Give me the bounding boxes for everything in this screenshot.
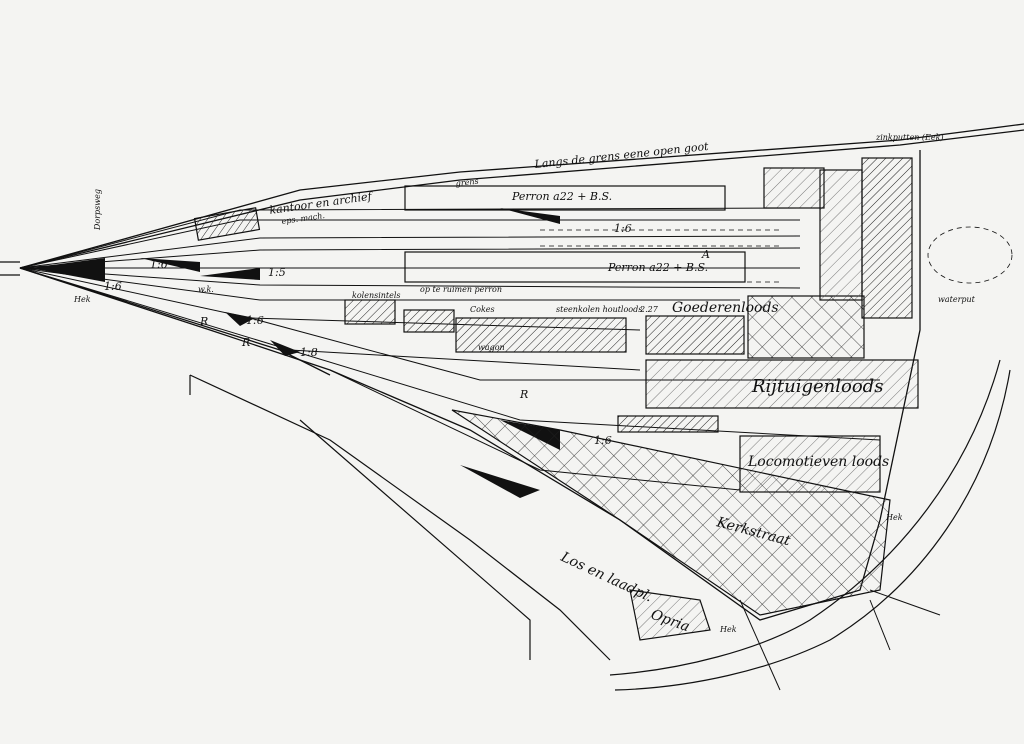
cross-lines bbox=[739, 589, 941, 691]
label-wagon: wagon bbox=[478, 343, 505, 352]
label-hek-left: Hek bbox=[73, 295, 91, 304]
kerkstraat-area bbox=[451, 409, 891, 616]
label-ratio-4: 1:5 bbox=[268, 266, 286, 279]
opria-area bbox=[629, 589, 711, 641]
station-annex bbox=[819, 169, 863, 301]
label-perron-top: Perron a22 + B.S. bbox=[511, 190, 612, 203]
label-rijtuigenloods: Rijtuigenloods bbox=[751, 376, 883, 397]
label-ratio-6: 1:6 bbox=[594, 434, 612, 447]
label-locomotievenloods: Locomotieven loods bbox=[747, 454, 889, 470]
label-opstelsporen: op te ruimen perron bbox=[420, 285, 502, 294]
label-r-a: R bbox=[199, 315, 208, 328]
label-r-b: R bbox=[241, 336, 250, 349]
top-building bbox=[763, 167, 825, 209]
label-zinkputten: zinkputten (Eek) bbox=[875, 133, 944, 142]
label-laden-losplaats: Los en laadpl. bbox=[557, 549, 655, 606]
label-hek-right: Hek bbox=[885, 513, 903, 522]
curved-road bbox=[609, 359, 1011, 691]
boundary-wall bbox=[189, 374, 611, 661]
label-km: 2.27 bbox=[639, 305, 659, 314]
label-r-c: R bbox=[519, 388, 528, 401]
platform-mid bbox=[404, 251, 746, 283]
label-steenkolen: steenkolen houtloods bbox=[556, 305, 642, 314]
platform-top bbox=[404, 185, 726, 211]
dashed-lines bbox=[540, 226, 1013, 284]
label-cokes: Cokes bbox=[470, 305, 495, 314]
label-ratio-3: 1:6 bbox=[614, 222, 632, 235]
cokes-building bbox=[403, 309, 455, 333]
buildings bbox=[193, 157, 919, 641]
label-ratio-5: 1:8 bbox=[300, 346, 318, 359]
label-letter-a: A bbox=[701, 248, 710, 261]
label-langs-grens: Langs de grens eene open goot bbox=[533, 140, 710, 171]
label-goederenloods: Goederenloods bbox=[672, 300, 779, 316]
label-hek-bottom: Hek bbox=[719, 625, 737, 634]
label-wk: w.k. bbox=[198, 285, 214, 294]
steenkolen-building bbox=[455, 317, 627, 353]
goederenloods-yard bbox=[747, 295, 865, 359]
kantoor-building bbox=[193, 207, 261, 241]
label-perron-mid: Perron a22 + B.S. bbox=[607, 261, 708, 274]
label-kolensintels: kolensintels bbox=[352, 291, 401, 300]
label-ratio-1: 1:6 bbox=[104, 280, 122, 293]
label-grens: grens bbox=[455, 177, 479, 188]
station-building bbox=[861, 157, 913, 319]
label-waterput: waterput bbox=[938, 295, 976, 304]
kolensintels-building bbox=[344, 299, 396, 325]
rijtuigenloods-building bbox=[645, 359, 919, 409]
goederenloods-building bbox=[645, 315, 745, 355]
small-shed bbox=[617, 415, 719, 433]
label-ratio-2: 1:6 bbox=[150, 258, 168, 271]
label-side-road: Dorpsweg bbox=[93, 189, 102, 231]
label-ratio-7: 1:6 bbox=[246, 314, 264, 327]
